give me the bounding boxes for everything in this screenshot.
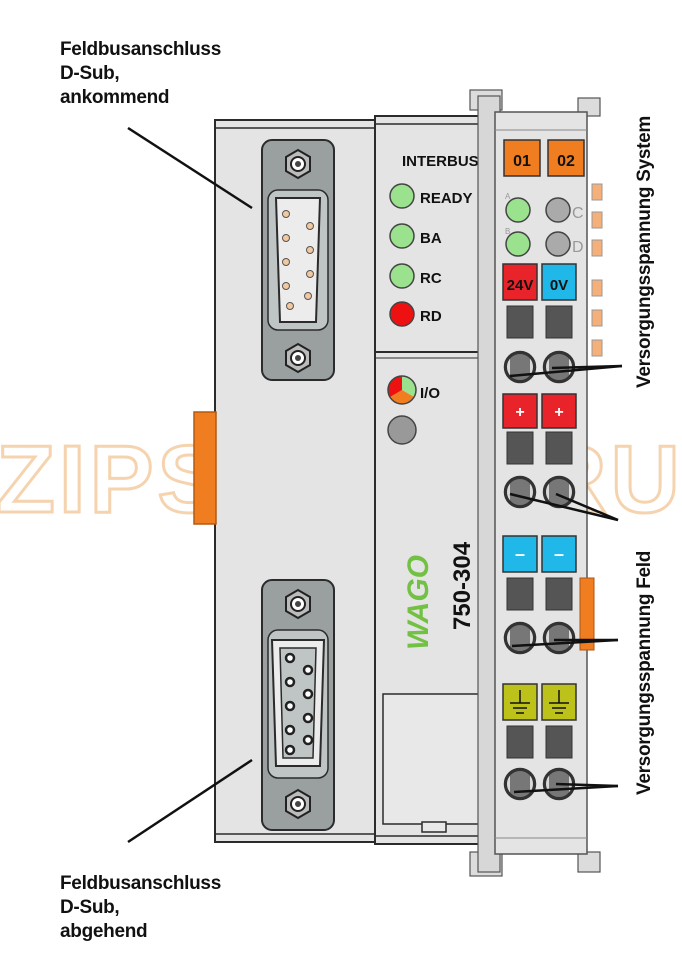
led-ready — [389, 183, 415, 209]
led-rc-label: RC — [420, 270, 442, 287]
terminal-0v — [541, 263, 577, 301]
terminal-minus-1-label: – — [515, 544, 525, 564]
led-b — [505, 231, 531, 257]
led-rc — [389, 263, 415, 289]
orange-side-tab — [193, 411, 217, 525]
led-b-letter: B — [505, 227, 510, 236]
label-dsub-outgoing-line1: Feldbusanschluss — [60, 873, 221, 894]
led-d-letter: D — [572, 239, 584, 256]
led-ba — [389, 223, 415, 249]
terminal-plus-1-label: + — [515, 404, 524, 421]
terminal-02-label: 02 — [557, 153, 575, 170]
led-c-letter: C — [572, 205, 584, 222]
led-rd — [389, 301, 415, 327]
terminal-01-label: 01 — [513, 153, 531, 170]
terminal-minus-1 — [502, 535, 538, 573]
led-ba-label: BA — [420, 230, 442, 247]
terminal-plus-2-label: + — [554, 404, 563, 421]
label-dsub-incoming-line1: Feldbusanschluss — [60, 39, 221, 60]
label-dsub-incoming: Feldbusanschluss D-Sub, ankommend — [60, 38, 221, 110]
clamp-field-plus-1[interactable] — [503, 475, 537, 509]
terminal-minus-2 — [541, 535, 577, 573]
led-a — [505, 197, 531, 223]
label-slot — [382, 693, 484, 825]
terminal-plus-2 — [541, 393, 577, 429]
bus-name-label: INTERBUS — [402, 153, 479, 170]
led-io-label: I/O — [420, 385, 440, 402]
terminal-plus-1 — [502, 393, 538, 429]
terminal-02 — [547, 139, 585, 177]
terminal-0v-label: 0V — [550, 277, 568, 294]
led-ready-label: READY — [420, 190, 473, 207]
terminal-minus-2-label: – — [554, 544, 564, 564]
brand-logo: WAGO — [402, 555, 435, 650]
clamp-field-minus-1[interactable] — [503, 621, 537, 655]
led-d — [545, 231, 571, 257]
terminal-pe-1 — [502, 683, 538, 721]
label-dsub-outgoing-line3: abgehend — [60, 921, 148, 942]
label-dsub-incoming-line2: D-Sub, — [60, 63, 120, 84]
terminal-pe-2 — [541, 683, 577, 721]
clamp-system-1[interactable] — [503, 350, 537, 384]
label-dsub-outgoing-line2: D-Sub, — [60, 897, 120, 918]
clamp-field-minus-2[interactable] — [542, 621, 576, 655]
dsub-connector-top[interactable] — [261, 139, 335, 381]
led-io — [387, 375, 417, 405]
service-button[interactable] — [387, 415, 417, 445]
dsub-connector-bottom[interactable] — [261, 579, 335, 831]
label-dsub-outgoing: Feldbusanschluss D-Sub, abgehend — [60, 872, 221, 944]
clamp-pe-1[interactable] — [503, 767, 537, 801]
model-number: 750-304 — [449, 541, 476, 630]
label-dsub-incoming-line3: ankommend — [60, 87, 170, 108]
terminal-24v — [502, 263, 538, 301]
led-rd-label: RD — [420, 308, 442, 325]
led-c — [545, 197, 571, 223]
leader-lines — [127, 126, 623, 844]
terminal-01 — [503, 139, 541, 177]
terminal-24v-label: 24V — [507, 277, 534, 294]
led-a-letter: A — [505, 192, 511, 201]
